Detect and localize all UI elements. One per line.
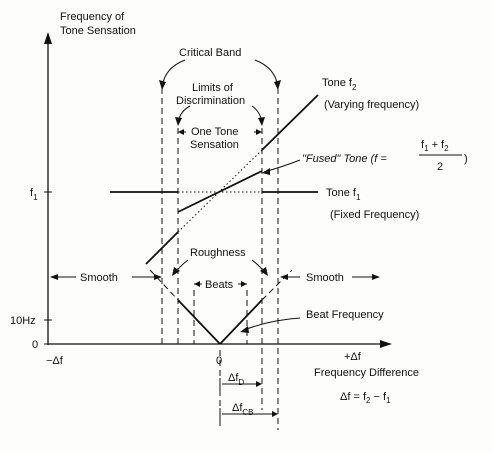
tone-f2-label: Tone f2 xyxy=(322,77,357,92)
beat-v-right xyxy=(219,299,263,345)
y-axis-title-line2: Tone Sensation xyxy=(60,25,136,37)
y-tick-f1-label: f1 xyxy=(30,187,38,202)
beat-v-left-dashed xyxy=(149,269,179,301)
y-tick-0-label: 0 xyxy=(32,339,38,351)
tone-f1-desc: (Fixed Frequency) xyxy=(330,209,419,221)
fused-close: ) xyxy=(464,153,468,165)
smooth-left-label: Smooth xyxy=(80,272,118,284)
tone-f2-line-lower xyxy=(145,231,179,265)
one-tone-label-line1: One Tone xyxy=(191,126,239,138)
beat-frequency-pointer xyxy=(243,317,301,331)
critical-band-label: Critical Band xyxy=(179,47,241,59)
tone-f1-label: Tone f1 xyxy=(326,187,361,202)
tone-f2-desc: (Varying frequency) xyxy=(324,99,419,111)
x-neg-label: −Δf xyxy=(46,355,64,367)
beats-label: Beats xyxy=(205,279,234,291)
fused-denominator: 2 xyxy=(437,161,443,173)
beat-v-left xyxy=(177,299,221,345)
smooth-right-label: Smooth xyxy=(306,272,344,284)
x-zero-label: 0 xyxy=(216,355,222,367)
delta-fcb-label: ΔfCB xyxy=(232,402,254,417)
beat-frequency-label: Beat Frequency xyxy=(306,309,384,321)
x-pos-label: +Δf xyxy=(344,351,362,363)
fused-numerator: f1 + f2 xyxy=(421,139,449,153)
limits-label-line2: Discrimination xyxy=(176,95,245,107)
one-tone-label-line2: Sensation xyxy=(190,139,239,151)
tone-f2-line-upper xyxy=(261,94,319,151)
x-axis-title: Frequency Difference xyxy=(314,367,419,379)
delta-equation: Δf = f2 − f1 xyxy=(340,391,391,405)
limits-label-line1: Limits of xyxy=(192,82,234,94)
y-axis-arrow xyxy=(44,32,52,44)
delta-fd-label: ΔfD xyxy=(228,372,244,387)
fused-tone-line xyxy=(177,170,263,213)
y-tick-10hz-label: 10Hz xyxy=(10,315,36,327)
fused-tone-label: "Fused" Tone (f = xyxy=(302,153,387,165)
critical-band-arrow-right xyxy=(254,59,279,89)
x-axis-arrow-right xyxy=(380,340,392,348)
critical-band-arrow-left xyxy=(161,59,186,89)
y-axis-title-line1: Frequency of xyxy=(60,11,125,23)
roughness-label: Roughness xyxy=(190,247,246,259)
